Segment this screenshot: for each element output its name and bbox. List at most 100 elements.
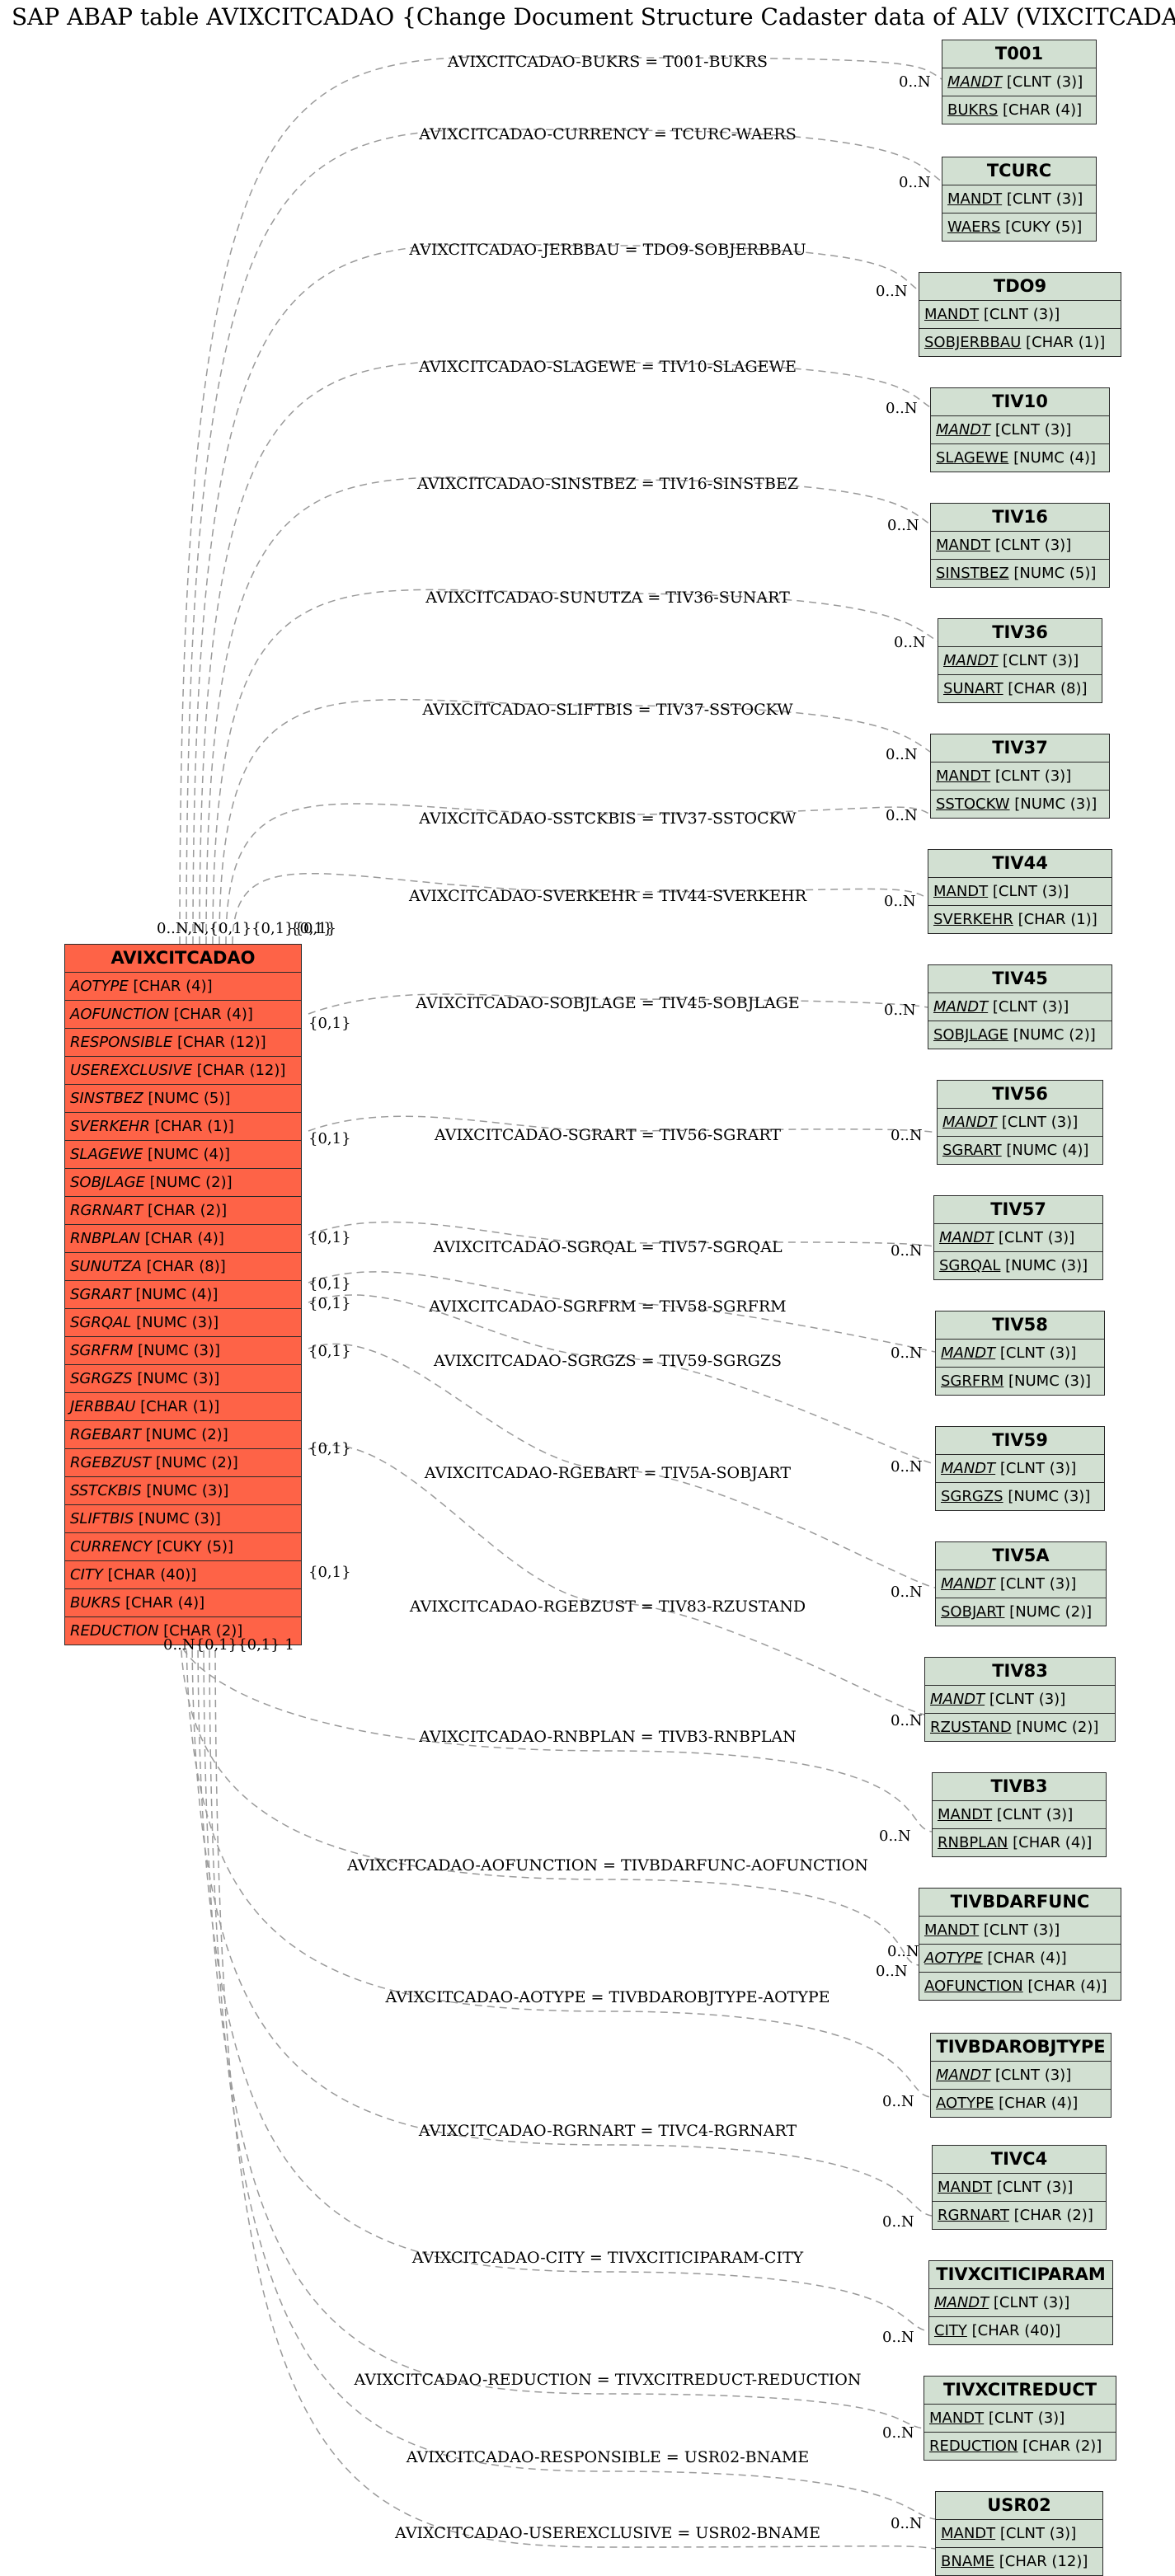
field-name: RGEBZUST: [70, 1454, 152, 1471]
cardinality-label: 0..N,N,{0,1}{0,1}{0,1}: [157, 920, 337, 937]
field-name: AOFUNCTION: [70, 1006, 169, 1023]
cardinality-label: {0,1}: [308, 1440, 351, 1457]
field-row: BUKRS [CHAR (4)]: [65, 1589, 301, 1617]
field-type: [NUMC (3)]: [131, 1314, 219, 1331]
field-row: MANDT [CLNT (3)]: [928, 878, 1112, 906]
field-type: [CLNT (3)]: [995, 1460, 1077, 1477]
field-row: SOBJERBBAU [CHAR (1)]: [919, 329, 1121, 356]
field-row: AOFUNCTION [CHAR (4)]: [65, 1001, 301, 1029]
field-row: MANDT [CLNT (3)]: [925, 1686, 1115, 1714]
field-type: [CLNT (3)]: [990, 2067, 1072, 2084]
field-name: MANDT: [941, 1575, 996, 1593]
cardinality-label: 0..N: [891, 2515, 923, 2532]
field-name: MANDT: [939, 1229, 994, 1246]
field-type: [NUMC (2)]: [1011, 1719, 1099, 1736]
relation-line: [308, 1294, 936, 1465]
field-type: [NUMC (3)]: [1009, 795, 1097, 813]
table-header: TIV56: [938, 1081, 1102, 1109]
field-row: SLAGEWE [NUMC (4)]: [65, 1141, 301, 1169]
field-name: MANDT: [938, 2179, 993, 2196]
field-name: SLIFTBIS: [70, 1510, 134, 1527]
field-name: SGRQAL: [939, 1257, 1001, 1274]
field-row: RNBPLAN [CHAR (4)]: [65, 1225, 301, 1253]
relation-label: AVIXCITCADAO-RGRNART = TIVC4-RGRNART: [418, 2122, 797, 2140]
field-type: [CLNT (3)]: [985, 1691, 1066, 1708]
field-name: AOFUNCTION: [924, 1978, 1023, 1995]
field-name: MANDT: [933, 883, 989, 900]
relation-line: [180, 1625, 919, 1966]
field-type: [CLNT (3)]: [997, 1114, 1079, 1131]
field-name: SINSTBEZ: [70, 1090, 143, 1107]
cardinality-label: 0..N: [894, 634, 926, 651]
field-type: [CUKY (5)]: [152, 1538, 234, 1555]
field-type: [CHAR (4)]: [994, 2095, 1079, 2112]
field-name: MANDT: [936, 2067, 991, 2084]
relation-line: [219, 698, 931, 945]
table-header: AVIXCITCADAO: [65, 945, 301, 973]
field-type: [CUKY (5)]: [1000, 218, 1083, 236]
field-type: [CLNT (3)]: [979, 1921, 1060, 1939]
cardinality-label: 0..N: [891, 1458, 923, 1476]
field-row: SSTCKBIS [NUMC (3)]: [65, 1477, 301, 1505]
field-name: SOBJLAGE: [70, 1174, 145, 1191]
field-row: MANDT [CLNT (3)]: [942, 68, 1096, 96]
cardinality-label: {0,1}: [308, 1343, 351, 1360]
field-row: SLIFTBIS [NUMC (3)]: [65, 1505, 301, 1533]
cardinality-label: 0..N: [886, 746, 918, 763]
table-header: TIVXCITREDUCT: [924, 2377, 1116, 2405]
field-row: MANDT [CLNT (3)]: [936, 1455, 1104, 1483]
field-name: MANDT: [936, 421, 991, 439]
field-type: [CLNT (3)]: [995, 2525, 1077, 2542]
relation-line: [174, 1625, 933, 1832]
field-name: RGEBART: [70, 1426, 141, 1443]
field-type: [CLNT (3)]: [992, 1806, 1074, 1823]
field-type: [CHAR (40)]: [102, 1566, 197, 1584]
field-name: USEREXCLUSIVE: [70, 1062, 193, 1079]
field-row: WAERS [CUKY (5)]: [942, 213, 1096, 241]
cardinality-label: {0,1}: [308, 1015, 351, 1032]
field-row: MANDT [CLNT (3)]: [936, 2520, 1102, 2548]
field-row: AOTYPE [CHAR (4)]: [65, 973, 301, 1001]
field-type: [NUMC (3)]: [132, 1370, 220, 1387]
cardinality-label: 0..N: [882, 2093, 914, 2110]
field-type: [NUMC (2)]: [151, 1454, 238, 1471]
field-row: SVERKEHR [CHAR (1)]: [928, 906, 1112, 933]
field-name: MANDT: [941, 2525, 996, 2542]
table-header: TIVB3: [933, 1773, 1106, 1801]
relation-label: AVIXCITCADAO-SLIFTBIS = TIV37-SSTOCKW: [422, 701, 793, 719]
table-header: TIV44: [928, 850, 1112, 878]
cardinality-label: 0..N: [887, 517, 919, 534]
cardinality-label: 0..N: [899, 73, 931, 91]
table-header: USR02: [936, 2492, 1102, 2520]
field-type: [CHAR (1)]: [135, 1398, 220, 1415]
field-name: BUKRS: [947, 101, 999, 119]
field-type: [CHAR (1)]: [1013, 911, 1097, 928]
relation-label: AVIXCITCADAO-RESPONSIBLE = USR02-BNAME: [406, 2448, 810, 2466]
relation-line: [203, 1625, 924, 2429]
field-name: AOTYPE: [936, 2095, 994, 2112]
field-row: MANDT [CLNT (3)]: [938, 1109, 1102, 1137]
